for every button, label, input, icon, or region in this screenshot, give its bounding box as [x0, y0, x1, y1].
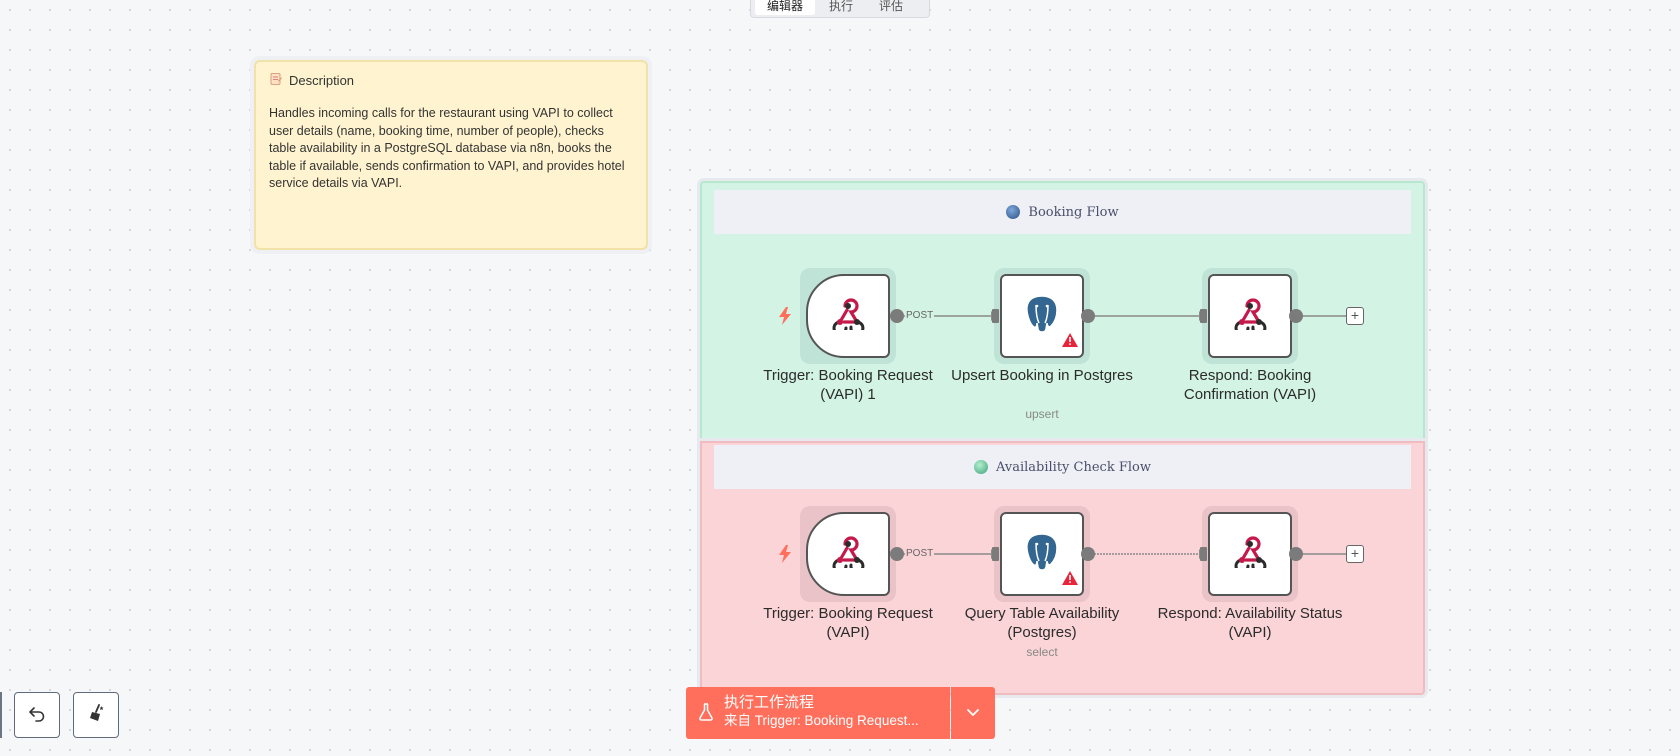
output-port[interactable]	[890, 309, 904, 323]
execute-subtitle: 来自 Trigger: Booking Request...	[724, 713, 919, 728]
execute-workflow-button[interactable]: 执行工作流程 来自 Trigger: Booking Request...	[686, 687, 950, 739]
chevron-down-icon	[967, 704, 979, 722]
output-port[interactable]	[1289, 547, 1303, 561]
tab-executions[interactable]: 执行	[829, 0, 854, 13]
availability-flow-title: Availability Check Flow	[996, 459, 1151, 475]
node-label: Upsert Booking in Postgres	[951, 367, 1133, 384]
globe-icon	[974, 460, 989, 474]
tab-editor[interactable]: 编辑器	[755, 0, 816, 15]
node-label: Respond: Availability Status (VAPI)	[1157, 605, 1343, 641]
output-port[interactable]	[890, 547, 904, 561]
flask-icon	[699, 703, 713, 726]
booking-flow-group[interactable]: Booking Flow POST	[700, 181, 1425, 442]
memo-icon	[269, 72, 283, 89]
trigger-bolt-icon	[778, 545, 792, 568]
zoom-controls-edge[interactable]	[0, 692, 2, 738]
node-trigger-booking-request[interactable]	[800, 506, 896, 602]
postgres-icon	[1022, 531, 1062, 578]
warning-icon[interactable]	[1062, 571, 1078, 590]
node-subtitle: upsert	[1025, 407, 1059, 421]
node-respond-availability-status[interactable]	[1202, 506, 1298, 602]
booking-flow-title: Booking Flow	[1028, 204, 1119, 220]
node-label: Respond: Booking Confirmation (VAPI)	[1183, 367, 1317, 403]
node-subtitle: select	[1026, 645, 1058, 659]
connection-label: POST	[905, 548, 935, 559]
output-port[interactable]	[1289, 309, 1303, 323]
webhook-icon	[1233, 535, 1267, 573]
input-port[interactable]	[1200, 309, 1207, 323]
output-port[interactable]	[1081, 547, 1095, 561]
node-label: Trigger: Booking Request (VAPI) 1	[763, 367, 933, 403]
input-port[interactable]	[1200, 547, 1207, 561]
postgres-icon	[1022, 293, 1062, 340]
undo-button[interactable]	[14, 692, 60, 738]
view-tabs: 编辑器 执行 评估	[750, 0, 930, 18]
input-port[interactable]	[992, 309, 999, 323]
webhook-icon	[831, 535, 865, 573]
sticky-note[interactable]: Description Handles incoming calls for t…	[254, 60, 648, 250]
tab-evaluations[interactable]: 评估	[879, 0, 904, 13]
add-node-button[interactable]: +	[1346, 545, 1364, 563]
note-title: Description	[289, 73, 355, 88]
broom-icon	[87, 703, 105, 727]
tidy-up-button[interactable]	[73, 692, 119, 738]
connection-label: POST	[905, 310, 935, 321]
node-trigger-booking-request-1[interactable]	[800, 268, 896, 364]
node-query-table-availability[interactable]	[994, 506, 1090, 602]
output-port[interactable]	[1081, 309, 1095, 323]
webhook-icon	[1233, 297, 1267, 335]
execute-title: 执行工作流程	[724, 694, 815, 711]
note-body: Handles incoming calls for the restauran…	[269, 106, 625, 190]
webhook-icon	[831, 297, 865, 335]
node-label: Trigger: Booking Request (VAPI)	[763, 605, 933, 641]
execute-options-dropdown[interactable]	[951, 687, 995, 739]
add-node-button[interactable]: +	[1346, 307, 1364, 325]
node-respond-booking-confirmation[interactable]	[1202, 268, 1298, 364]
trigger-bolt-icon	[778, 307, 792, 330]
globe-icon	[1006, 205, 1021, 219]
node-label: Query Table Availability (Postgres)	[964, 605, 1120, 641]
availability-flow-group[interactable]: Availability Check Flow POST	[700, 441, 1425, 695]
undo-icon	[28, 704, 46, 727]
warning-icon[interactable]	[1062, 333, 1078, 352]
input-port[interactable]	[992, 547, 999, 561]
node-upsert-booking[interactable]	[994, 268, 1090, 364]
